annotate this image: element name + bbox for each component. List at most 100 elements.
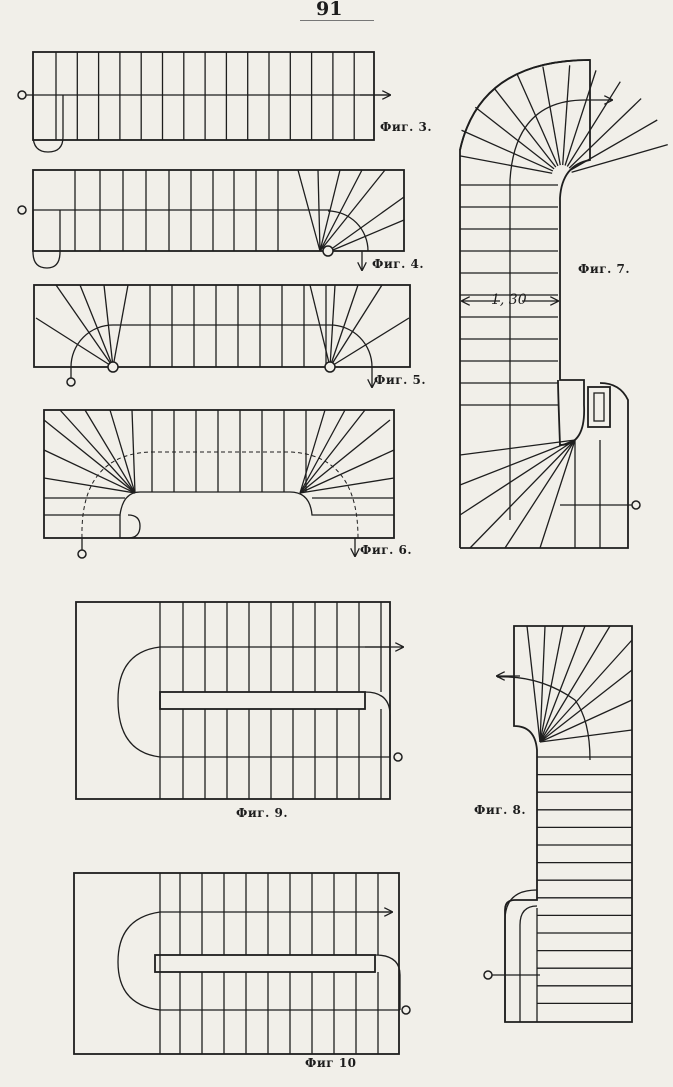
fig8-quarter-turn-staircase-plan (483, 625, 633, 1023)
fig7-width-dimension: 1, 30 (491, 292, 527, 308)
tread-line (526, 625, 541, 743)
fig10-caption: Фиг 10 (305, 1056, 357, 1070)
tread-line (299, 449, 395, 494)
tread-line (562, 65, 571, 166)
fig4-caption: Фиг. 4. (372, 257, 425, 271)
tread-line (319, 169, 363, 252)
tread-line (539, 625, 611, 743)
tread-line (131, 409, 136, 494)
tread-line (459, 439, 576, 486)
start-circle (393, 752, 403, 762)
tread-line (319, 169, 386, 252)
start-circle (631, 500, 641, 510)
walking-arc (117, 911, 161, 1011)
page-number-rule (300, 20, 374, 21)
tread-line (332, 219, 405, 251)
tread-line (568, 98, 642, 169)
tread-line (329, 317, 410, 368)
newel-post (324, 361, 336, 373)
stair-path (32, 95, 64, 153)
fig3-caption: Фиг. 3. (380, 120, 433, 134)
string (504, 889, 538, 1022)
start-circle (483, 970, 493, 980)
tread-line (299, 409, 326, 494)
tread-line (299, 419, 391, 494)
tread-line (461, 129, 554, 172)
tread-line (112, 284, 129, 368)
tread-line (469, 439, 576, 549)
stair-outline (33, 284, 411, 368)
tread-line (329, 196, 405, 251)
tread-line (459, 439, 576, 516)
tread-line (539, 729, 633, 743)
inner-wall (44, 491, 394, 516)
start-circle (17, 205, 27, 215)
fig4-winder-staircase-plan (17, 169, 405, 270)
tread-line (43, 449, 136, 494)
walking-arc (329, 324, 373, 368)
stair-outline (32, 51, 375, 141)
tread-line (109, 409, 136, 494)
tread-line (539, 439, 576, 549)
newel-post (322, 245, 334, 257)
stair-path (32, 210, 61, 269)
tread-line (474, 106, 555, 170)
tread-line (103, 284, 114, 368)
start-circle (77, 549, 87, 559)
tread-line (59, 409, 136, 494)
fig6-curved-double-winder-plan (43, 409, 395, 559)
stair-outline (43, 409, 395, 539)
fig9-caption: Фиг. 9. (236, 806, 289, 820)
tread-line (329, 284, 336, 368)
walking-arc (327, 210, 369, 252)
tread-line (329, 284, 359, 368)
tread-line (299, 409, 346, 494)
start-circle (66, 377, 76, 387)
walking-arc (70, 324, 114, 368)
walking-arc (496, 676, 591, 761)
start-circle (17, 90, 27, 100)
fig8-caption: Фиг. 8. (474, 803, 527, 817)
tread-line (459, 439, 576, 456)
string (519, 905, 538, 1022)
tread-line (539, 625, 546, 743)
tread-line (542, 66, 561, 166)
newel-cap (119, 514, 141, 539)
stair-outline (73, 872, 400, 1055)
fig7-caption: Фиг. 7. (578, 262, 631, 276)
page-number: 91 (316, 0, 343, 20)
walking-arc (117, 646, 161, 758)
tread-line (566, 81, 621, 167)
fig3-straight-staircase-plan (17, 51, 390, 153)
tread-line (43, 477, 136, 494)
tread-line (299, 477, 395, 494)
tread-line (299, 409, 366, 494)
fig10-half-turn-staircase-plan (73, 872, 411, 1055)
tread-line (570, 119, 658, 171)
newel-post (107, 361, 119, 373)
walking-line (81, 451, 359, 539)
start-circle (401, 1005, 411, 1015)
tread-line (309, 284, 331, 368)
stair-outline (75, 601, 391, 800)
newel-curve (364, 691, 391, 757)
tread-line (516, 74, 559, 167)
tread-line (504, 439, 576, 549)
tread-line (55, 284, 114, 368)
walking-line (509, 99, 586, 520)
fig5-caption: Фиг. 5. (374, 373, 427, 387)
tread-line (459, 155, 553, 174)
tread-line (35, 317, 114, 368)
fig5-double-winder-staircase-plan (33, 284, 411, 387)
lower-wall (460, 382, 629, 549)
tread-line (571, 144, 668, 173)
tread-line (43, 419, 136, 494)
well-rail (159, 691, 366, 710)
tread-line (539, 625, 586, 743)
tread-line (539, 625, 564, 743)
tread-line (329, 284, 383, 368)
newel-post (587, 386, 611, 428)
tread-line (539, 699, 633, 743)
tread-line (539, 639, 633, 743)
